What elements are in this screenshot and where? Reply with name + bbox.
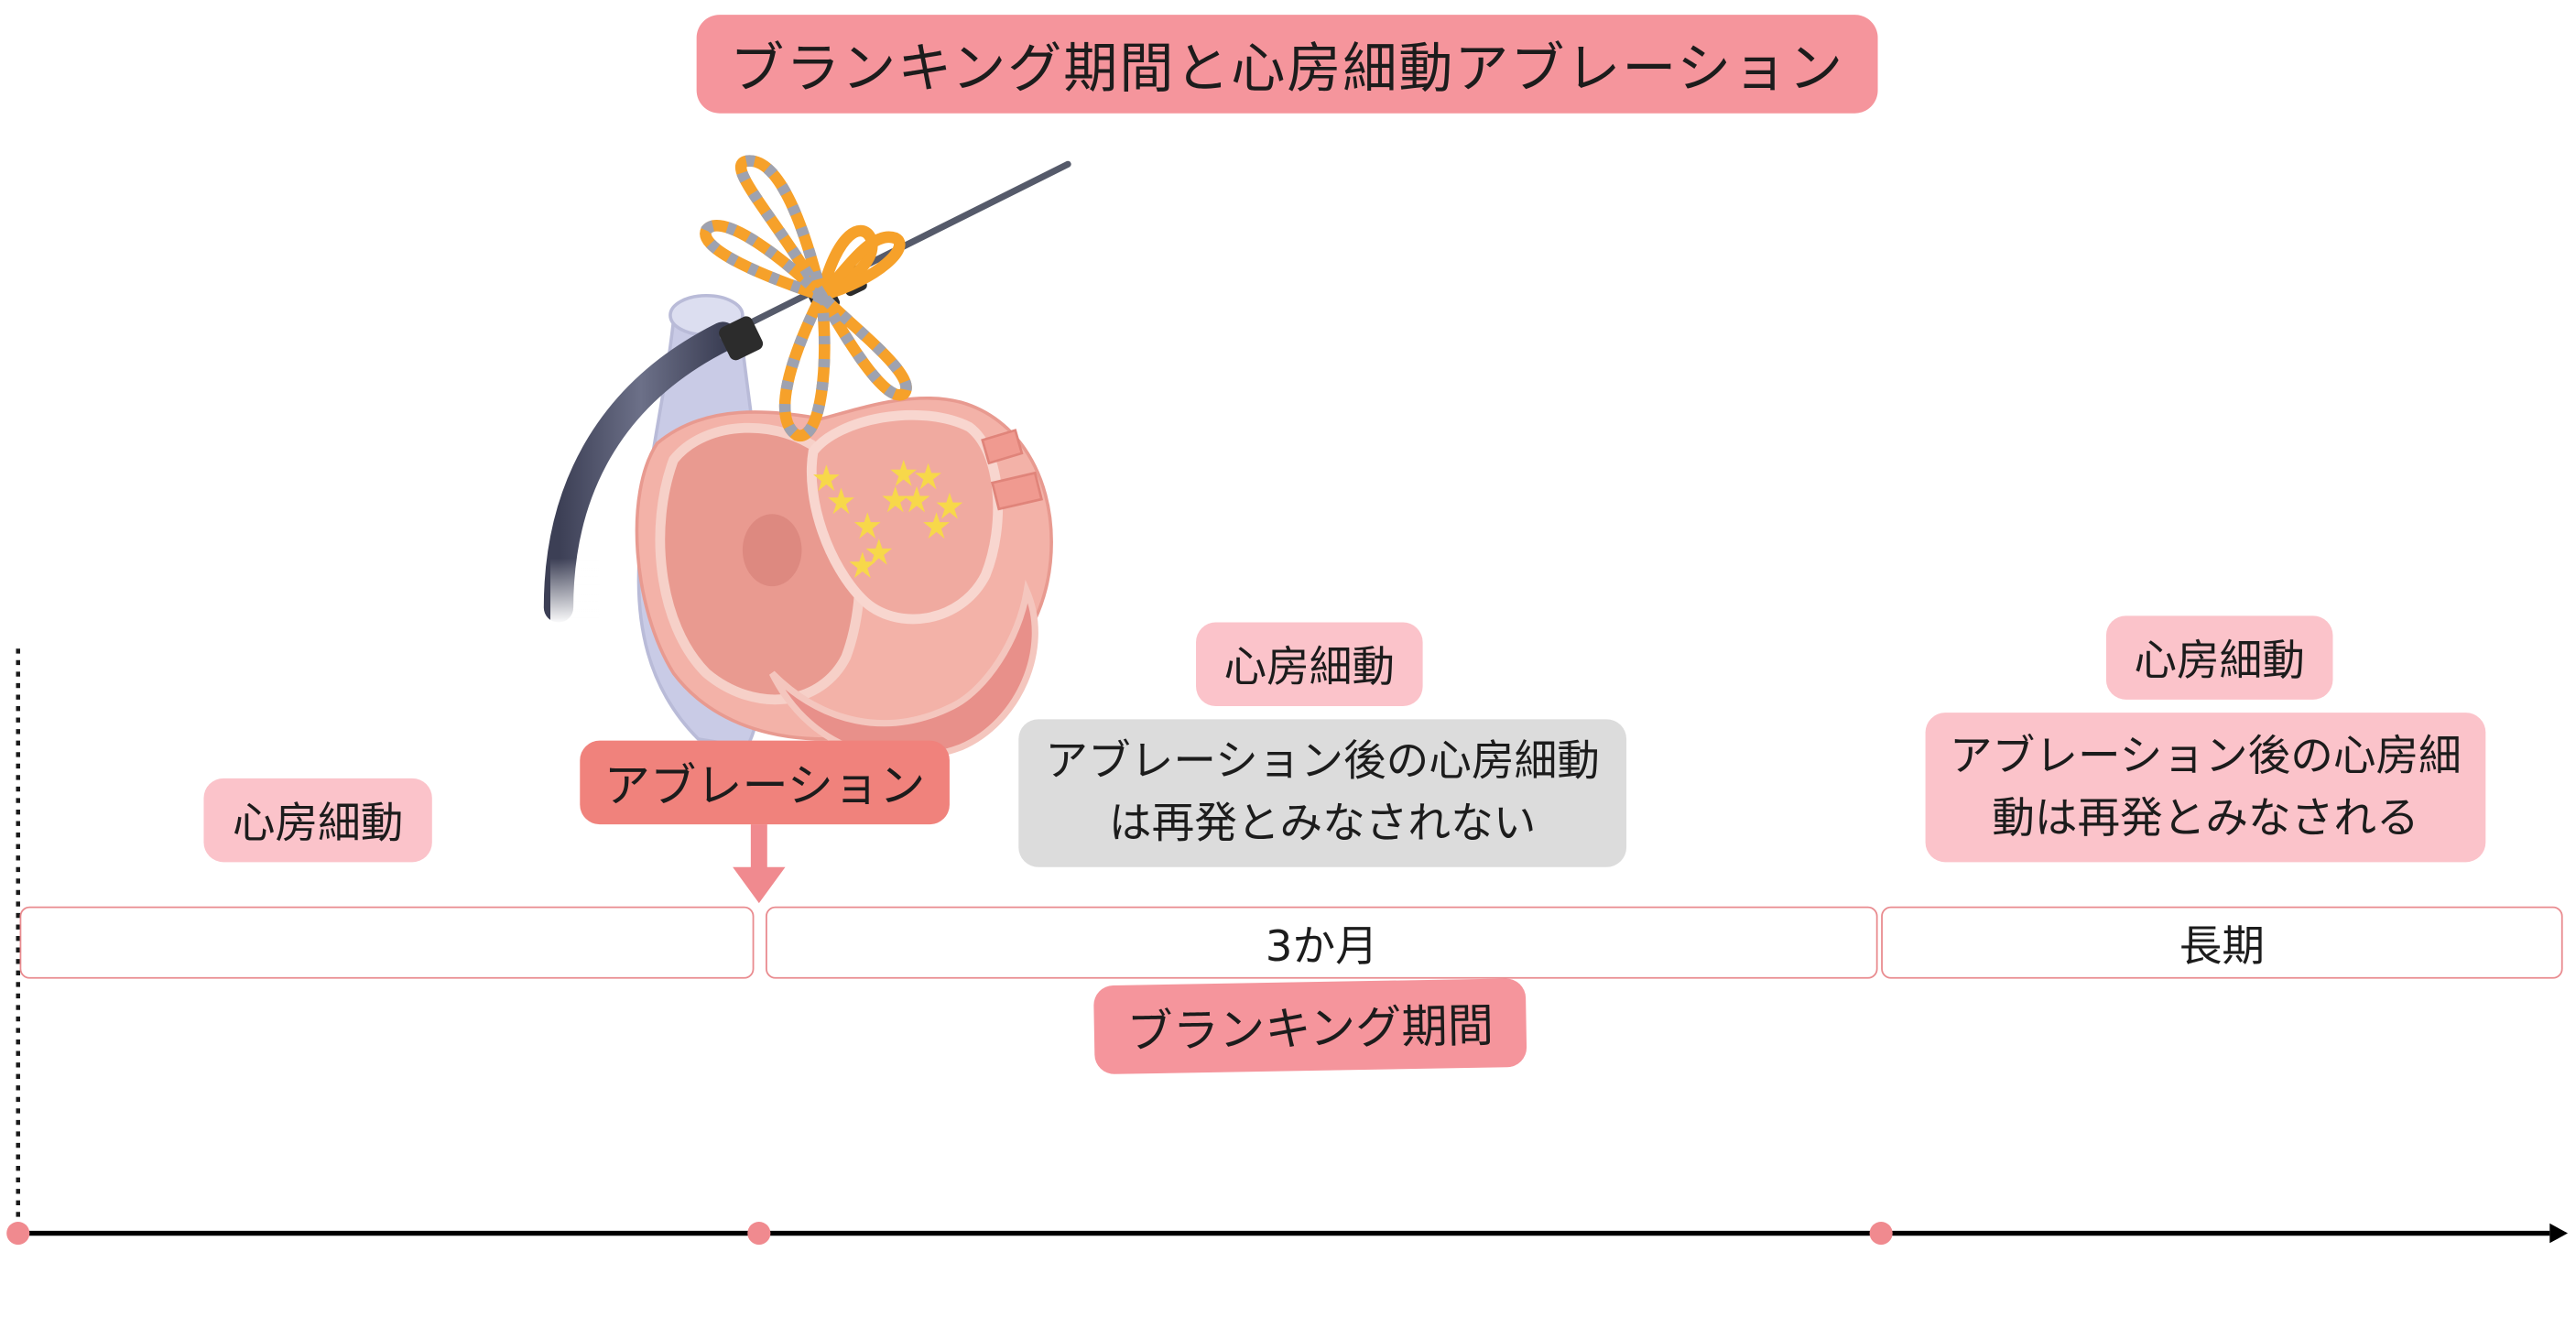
timeline-dot-three-months: [1869, 1221, 1893, 1246]
note-recurrence: アブレーション後の心房細動は再発とみなされる: [1925, 713, 2486, 863]
heart-illustration: [635, 293, 1053, 761]
diagram-title: ブランキング期間と心房細動アブレーション: [696, 15, 1878, 114]
diagram-title-text: ブランキング期間と心房細動アブレーション: [730, 36, 1845, 101]
af-label-blanking-text: 心房細動: [1223, 643, 1396, 693]
period-long-term-text: 長期: [2179, 921, 2266, 972]
af-label-blanking: 心房細動: [1196, 622, 1423, 706]
note-not-recurrence-text: アブレーション後の心房細動は再発とみなされない: [1045, 737, 1600, 849]
catheter-illustration: [543, 155, 1071, 625]
af-label-before: 心房細動: [203, 778, 432, 863]
blanking-period-label: ブランキング期間: [1092, 978, 1527, 1075]
af-label-long-term: 心房細動: [2105, 615, 2333, 700]
timeline-dot-ablation: [747, 1221, 771, 1246]
period-three-months-text: 3か月: [1265, 921, 1378, 972]
period-three-months: 3か月: [766, 906, 1878, 979]
timeline-axis: [6, 1221, 2569, 1246]
note-not-recurrence: アブレーション後の心房細動は再発とみなされない: [1018, 719, 1627, 867]
ablation-point-marks: [813, 460, 963, 579]
ablation-label: アブレーション: [580, 740, 950, 825]
blanking-period-label-text: ブランキング期間: [1126, 998, 1495, 1060]
period-long-term: 長期: [1881, 906, 2563, 979]
af-label-long-term-text: 心房細動: [2134, 637, 2305, 687]
timeline-dot-start: [6, 1221, 30, 1246]
note-recurrence-text: アブレーション後の心房細動は再発とみなされる: [1950, 731, 2462, 844]
ablation-arrow: [733, 824, 786, 904]
af-label-before-text: 心房細動: [232, 800, 404, 849]
period-before-ablation: [19, 906, 755, 979]
ablation-label-text: アブレーション: [603, 757, 926, 812]
